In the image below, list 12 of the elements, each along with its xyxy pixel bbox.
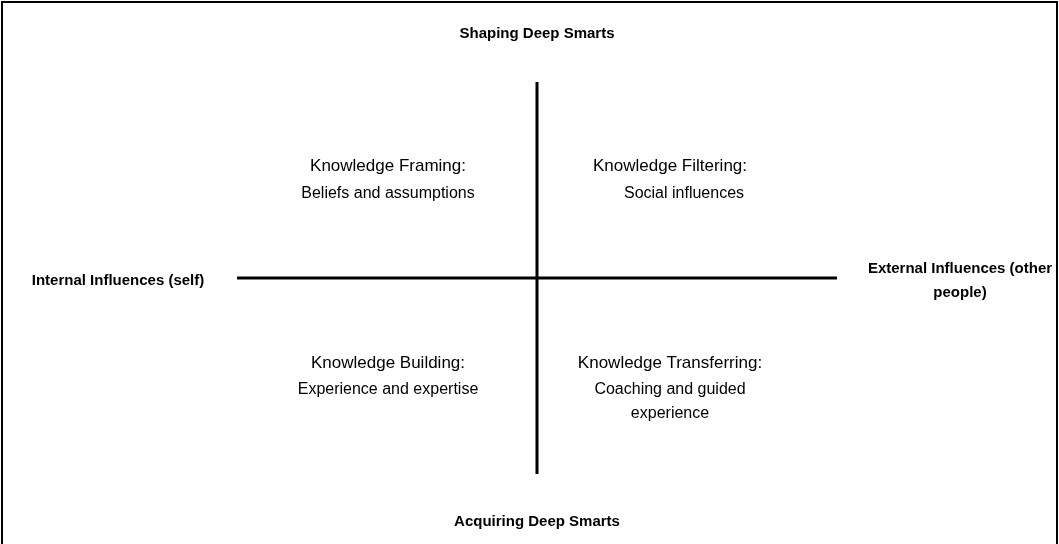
quadrant-text: Beliefs and assumptions bbox=[300, 183, 476, 203]
quadrant-heading: Knowledge Filtering: bbox=[593, 155, 747, 177]
quadrant-text: Experience and expertise bbox=[296, 379, 480, 399]
quadrant-text: Coaching and guided experience bbox=[593, 379, 747, 423]
quadrant-text: Social influences bbox=[622, 183, 746, 203]
axis-label: Acquiring Deep Smarts bbox=[454, 511, 620, 531]
quadrant-heading: Knowledge Framing: bbox=[310, 155, 466, 177]
quadrant-heading: Knowledge Transferring: bbox=[577, 352, 763, 374]
axis-label: External Influences (other people) bbox=[866, 258, 1054, 302]
axis-label: Internal Influences (self) bbox=[30, 270, 206, 290]
quadrant-heading: Knowledge Building: bbox=[310, 352, 466, 374]
axis-label: Shaping Deep Smarts bbox=[459, 23, 615, 43]
